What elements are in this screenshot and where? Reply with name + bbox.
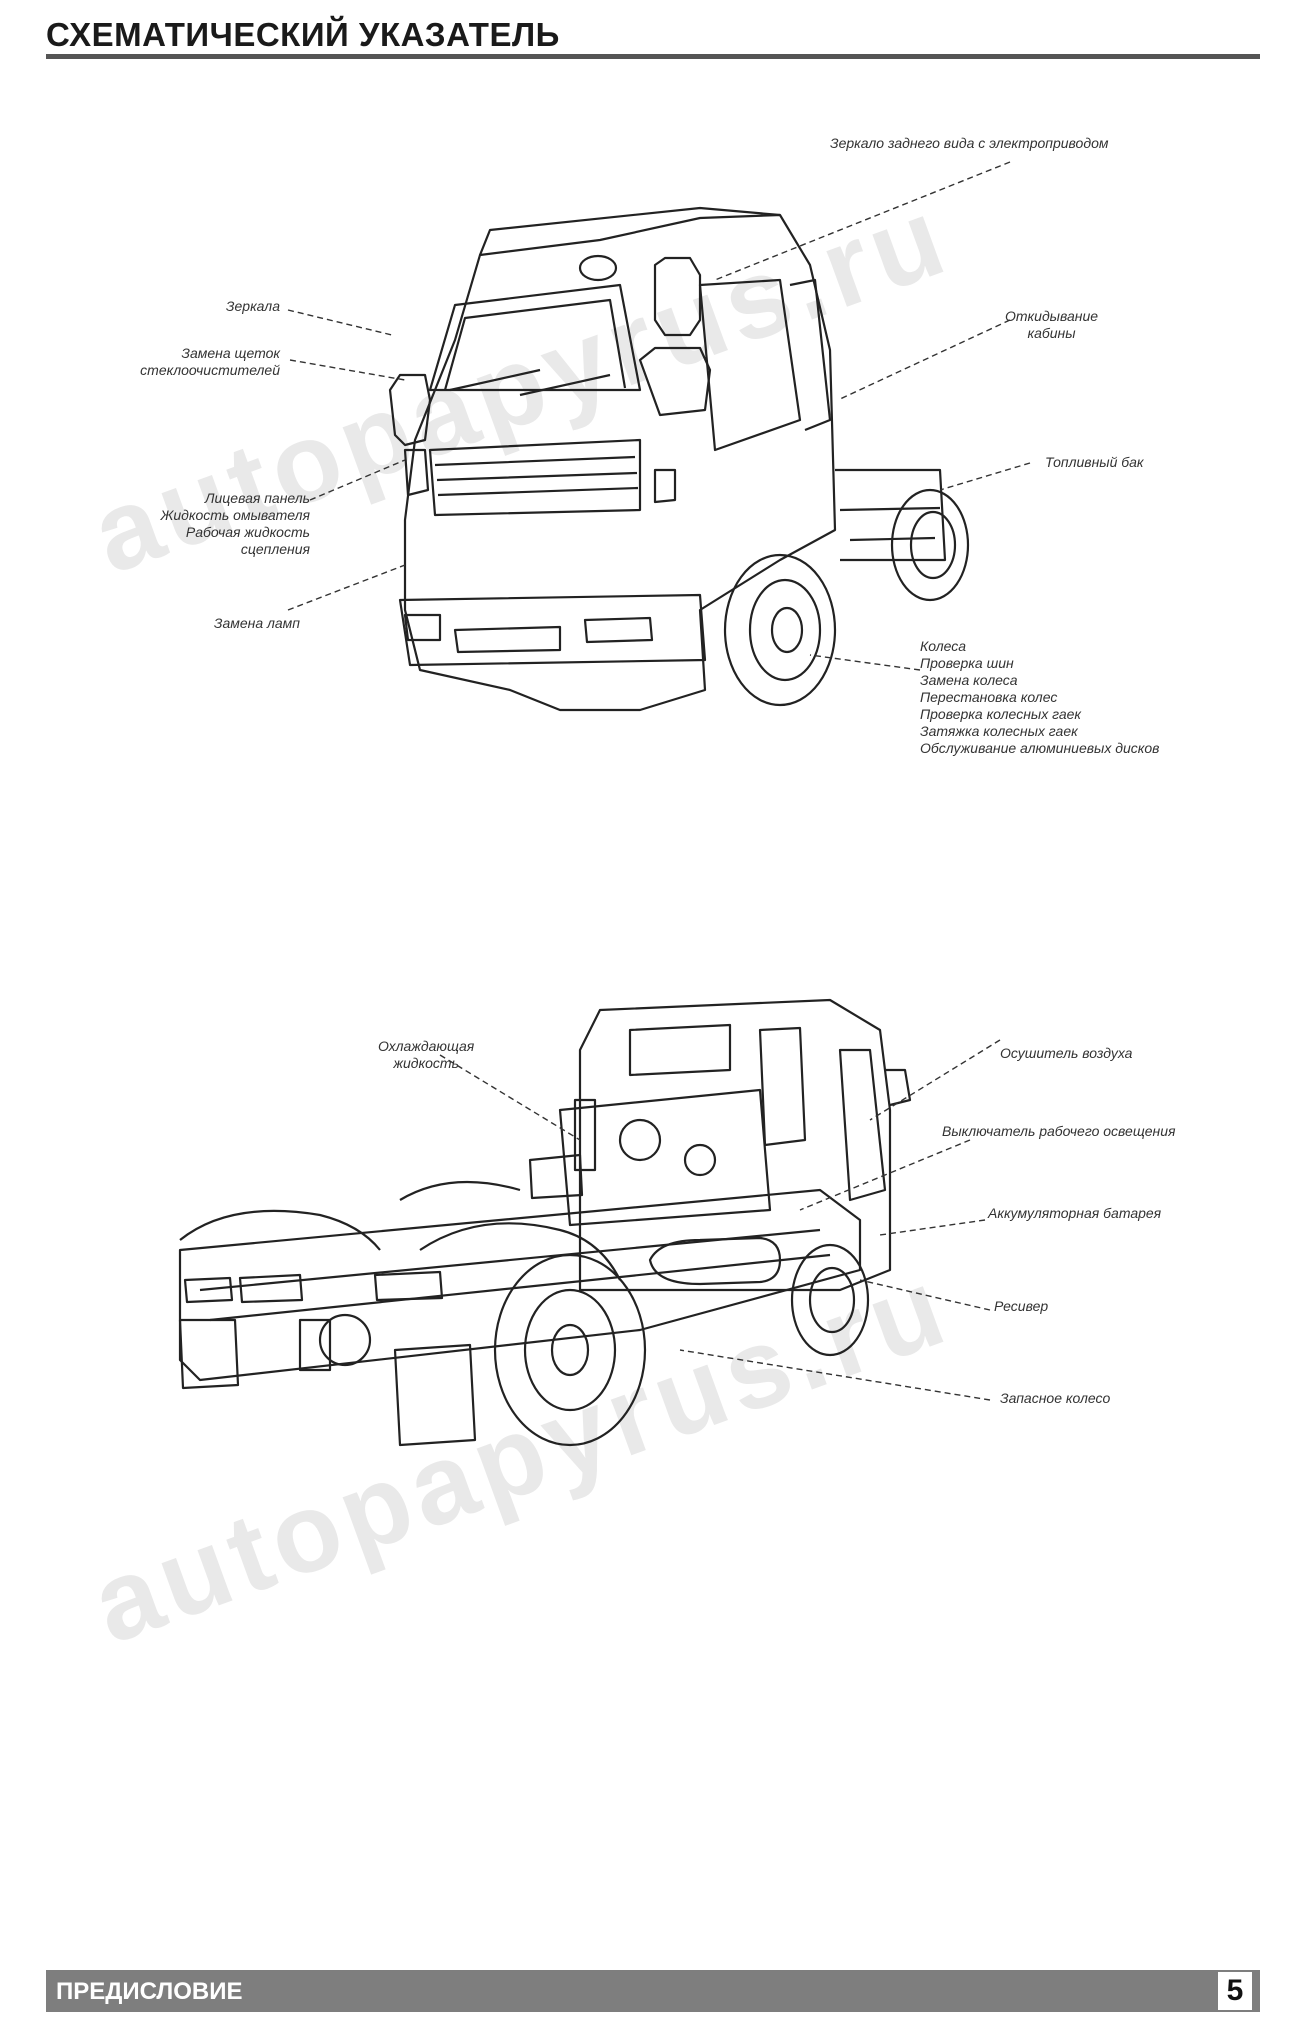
label-wheels: Колеса Проверка шин Замена колеса Перест… (920, 638, 1160, 756)
label-wipers: Замена щеток стеклоочистителей (140, 345, 280, 378)
page-number: 5 (1218, 1972, 1252, 2010)
header-rule (46, 54, 1260, 59)
label-receiver: Ресивер (994, 1298, 1049, 1314)
truck-rear-drawing (178, 998, 1001, 1447)
label-mirrors: Зеркала (225, 298, 280, 314)
label-air-dryer: Осушитель воздуха (1000, 1045, 1133, 1061)
truck-rear-figure: Охлаждающая жидкость Осушитель воздуха В… (0, 990, 1300, 1470)
truck-front-drawing (287, 161, 1031, 712)
label-cab-tilt: Откидывание кабины (1005, 308, 1099, 341)
truck-front-figure: Зеркало заднего вида с электроприводом З… (0, 90, 1300, 790)
label-mirror-electric: Зеркало заднего вида с электроприводом (830, 135, 1109, 151)
page-header: СХЕМАТИЧЕСКИЙ УКАЗАТЕЛЬ (46, 10, 1260, 59)
label-lamps: Замена ламп (213, 615, 300, 631)
label-work-light-switch: Выключатель рабочего освещения (942, 1123, 1176, 1139)
footer-section-title: ПРЕДИСЛОВИЕ (56, 1978, 243, 2005)
label-fuel-tank: Топливный бак (1045, 454, 1144, 470)
page-footer: ПРЕДИСЛОВИЕ 5 (46, 1970, 1260, 2012)
label-battery: Аккумуляторная батарея (988, 1205, 1162, 1221)
label-spare-wheel: Запасное колесо (1000, 1390, 1111, 1406)
page-title: СХЕМАТИЧЕСКИЙ УКАЗАТЕЛЬ (46, 16, 560, 53)
label-front-panel: Лицевая панель Жидкость омывателя Рабоча… (160, 490, 310, 557)
label-coolant: Охлаждающая жидкость (378, 1038, 475, 1071)
